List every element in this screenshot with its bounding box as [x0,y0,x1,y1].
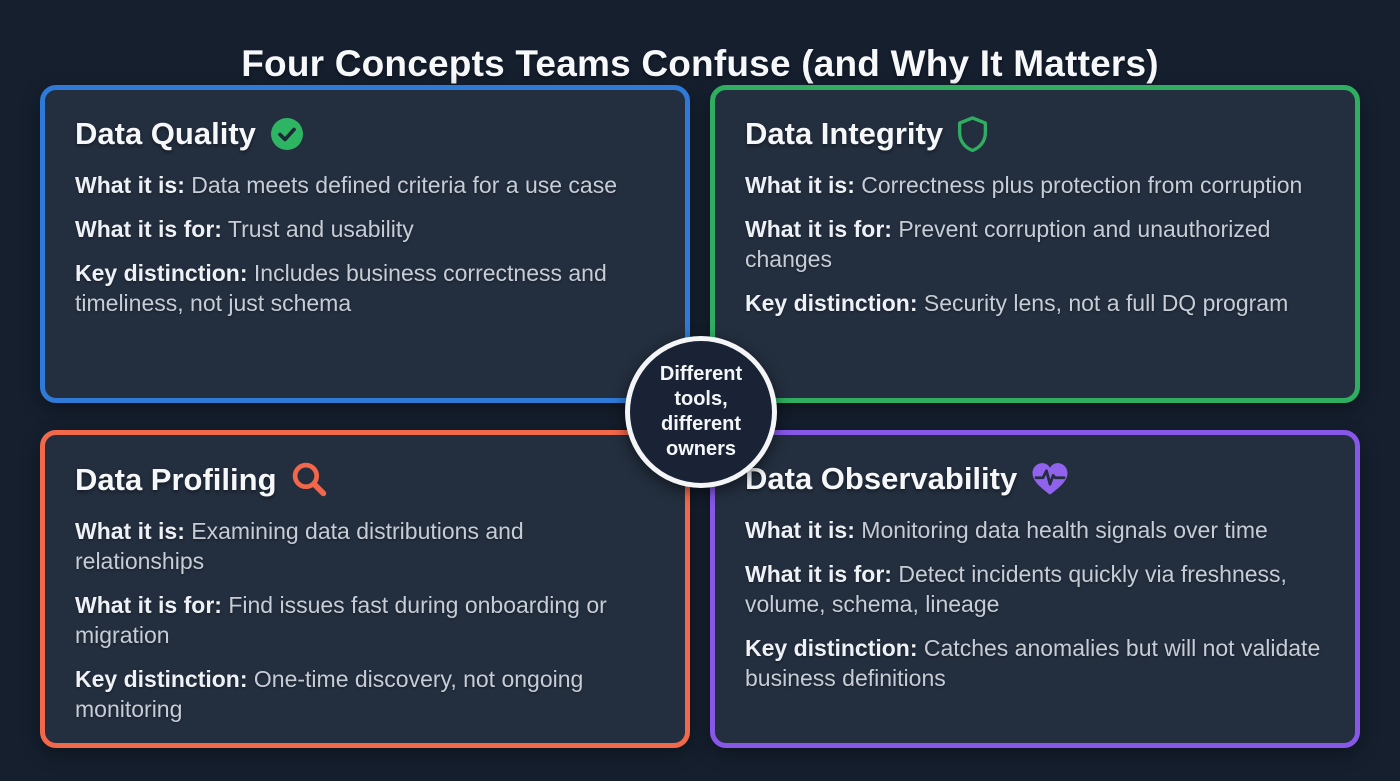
row-text: Find issues fast during onboarding or mi… [75,592,607,648]
card-data-integrity: Data Integrity What it is: Correctness p… [710,85,1360,403]
heart-pulse-icon [1031,462,1069,497]
card-row: What it is: Data meets defined criteria … [75,170,655,200]
magnifier-icon [291,461,328,498]
center-badge-line: different [661,413,741,435]
card-title-text: Data Profiling [75,461,277,497]
card-row: What it is: Correctness plus protection … [745,170,1325,200]
row-text: Detect incidents quickly via freshness, … [745,561,1287,617]
row-text: Trust and usability [227,216,414,242]
row-label: Key distinction: [745,290,918,316]
check-circle-icon [270,117,304,151]
row-text: Data meets defined criteria for a use ca… [191,172,617,198]
row-label: What it is for: [745,561,892,587]
row-text: Correctness plus protection from corrupt… [861,172,1303,198]
card-row: What it is: Examining data distributions… [75,516,655,576]
card-row: What it is for: Detect incidents quickly… [745,559,1325,619]
row-label: Key distinction: [75,260,248,286]
card-row: What it is for: Prevent corruption and u… [745,214,1325,274]
card-title: Data Quality [75,116,655,152]
shield-icon [957,116,988,152]
row-label: What it is: [745,517,855,543]
card-row: Key distinction: Catches anomalies but w… [745,633,1325,693]
row-text: Prevent corruption and unauthorized chan… [745,216,1271,272]
center-badge-line: Different [659,363,743,385]
card-title: Data Integrity [745,116,1325,152]
card-data-observability: Data Observability What it is: Monitorin… [710,430,1360,748]
row-label: What it is: [75,172,185,198]
card-row: What it is for: Find issues fast during … [75,590,655,650]
row-label: Key distinction: [75,666,248,692]
card-row: What it is for: Trust and usability [75,214,655,244]
card-title: Data Profiling [75,461,655,498]
row-label: What it is: [75,518,185,544]
center-badge: Different tools, different owners [625,336,777,488]
card-title-text: Data Quality [75,116,256,151]
row-label: Key distinction: [745,635,918,661]
card-row: Key distinction: Security lens, not a fu… [745,288,1325,318]
card-title-text: Data Integrity [745,116,944,151]
row-label: What it is: [745,172,855,198]
row-text: Catches anomalies but will not validate … [745,635,1321,691]
row-label: What it is for: [75,216,222,242]
row-label: What it is for: [745,216,892,242]
row-label: What it is for: [75,592,222,618]
center-badge-line: tools, [674,388,728,410]
row-text: Examining data distributions and relatio… [75,518,524,574]
card-title-text: Data Observability [745,461,1018,496]
card-data-profiling: Data Profiling What it is: Examining dat… [40,430,690,748]
row-text: One-time discovery, not ongoing monitori… [75,666,584,722]
row-text: Monitoring data health signals over time [861,517,1268,543]
center-badge-line: owners [665,438,737,460]
page-title: Four Concepts Teams Confuse (and Why It … [241,42,1159,84]
row-text: Security lens, not a full DQ program [923,290,1289,316]
row-text: Includes business correctness and timeli… [75,260,607,316]
card-row: What it is: Monitoring data health signa… [745,515,1325,545]
card-row: Key distinction: Includes business corre… [75,258,655,318]
card-title: Data Observability [745,461,1325,497]
card-data-quality: Data Quality What it is: Data meets defi… [40,85,690,403]
card-row: Key distinction: One-time discovery, not… [75,664,655,724]
